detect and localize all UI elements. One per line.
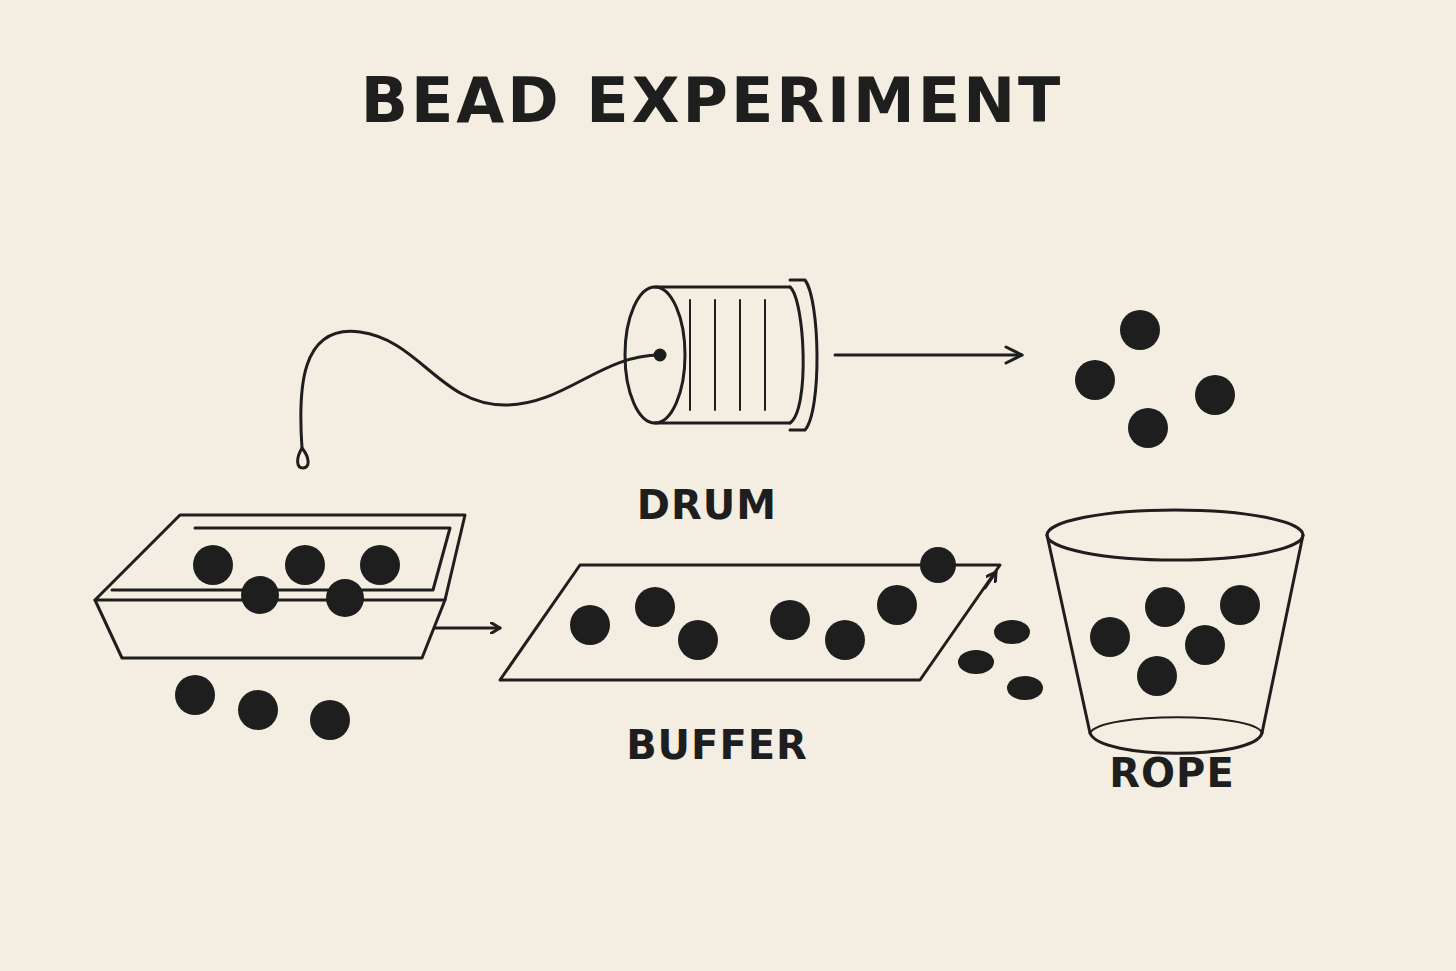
drop — [298, 448, 309, 468]
part-label: DRUM — [637, 482, 777, 528]
string — [301, 331, 660, 448]
part-label: BUFFER — [626, 722, 808, 768]
beads — [175, 310, 1260, 740]
diagram-title: BEAD EXPERIMENT — [361, 64, 1064, 137]
tray — [95, 515, 465, 658]
rope-cup — [1047, 510, 1303, 753]
buffer-plate — [500, 565, 1000, 680]
part-label: ROPE — [1109, 750, 1234, 796]
